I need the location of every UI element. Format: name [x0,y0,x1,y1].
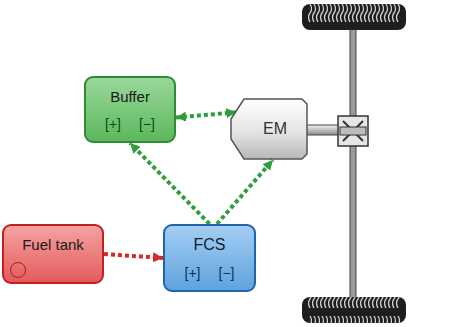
wheel [302,4,406,30]
tank-cap-symbol [10,262,26,278]
node-title: Fuel tank [22,236,84,253]
terminal-row: [+] [−] [185,265,235,281]
energy-flow-arrow [176,112,236,117]
energy-flow-arrow [217,160,273,224]
differential [338,116,368,146]
energy-flow-arrow [130,143,210,224]
wheel [302,297,406,323]
node-title: EM [263,120,287,138]
terminal-label: [+] [105,116,121,132]
terminal-label: [−] [219,265,235,281]
node-title: Buffer [110,88,150,105]
energy-flow-arrow [104,254,163,258]
fuel-tank-box: Fuel tank [2,224,104,284]
terminal-label: [+] [185,265,201,281]
drive-shaft [306,125,340,135]
fuel-cell-box: FCS [+] [−] [163,224,256,292]
motor-shape: EM [230,98,308,160]
terminal-label: [−] [139,116,155,132]
storage-box: Buffer [+] [−] [84,76,176,143]
node-title: FCS [194,236,226,254]
terminal-row: [+] [−] [105,116,155,132]
axle [350,28,356,298]
